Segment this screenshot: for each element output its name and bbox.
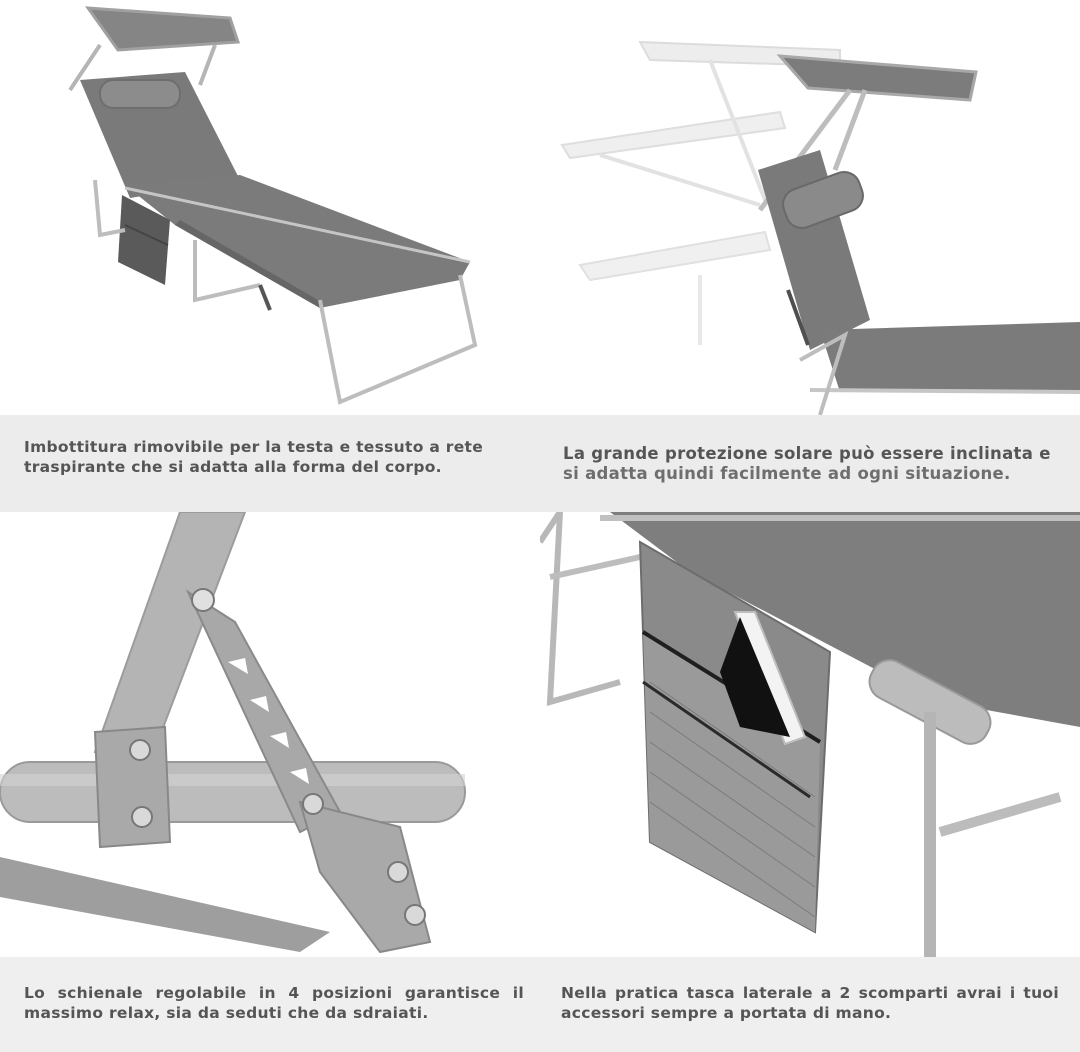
sunshade-caption-line1: La grande protezione solare può essere i…	[563, 444, 1051, 463]
sunshade-tilt-image	[540, 0, 1080, 415]
pocket-caption: Nella pratica tasca laterale a 2 scompar…	[561, 984, 1059, 1022]
lounger-overview-image	[0, 0, 540, 415]
sunshade-caption: La grande protezione solare può essere i…	[563, 444, 1063, 484]
caption-band-top: Imbottitura rimovibile per la testa e te…	[0, 415, 1080, 512]
side-pocket-image	[540, 512, 1080, 957]
sunshade-caption-line2: si adatta quindi facilmente ad ogni situ…	[563, 464, 1011, 483]
caption-band-bottom: Lo schienale regolabile in 4 posizioni g…	[0, 957, 1080, 1052]
headrest-caption: Imbottitura rimovibile per la testa e te…	[24, 438, 484, 476]
backrest-hinge-image	[0, 512, 540, 957]
backrest-caption: Lo schienale regolabile in 4 posizioni g…	[24, 984, 524, 1022]
